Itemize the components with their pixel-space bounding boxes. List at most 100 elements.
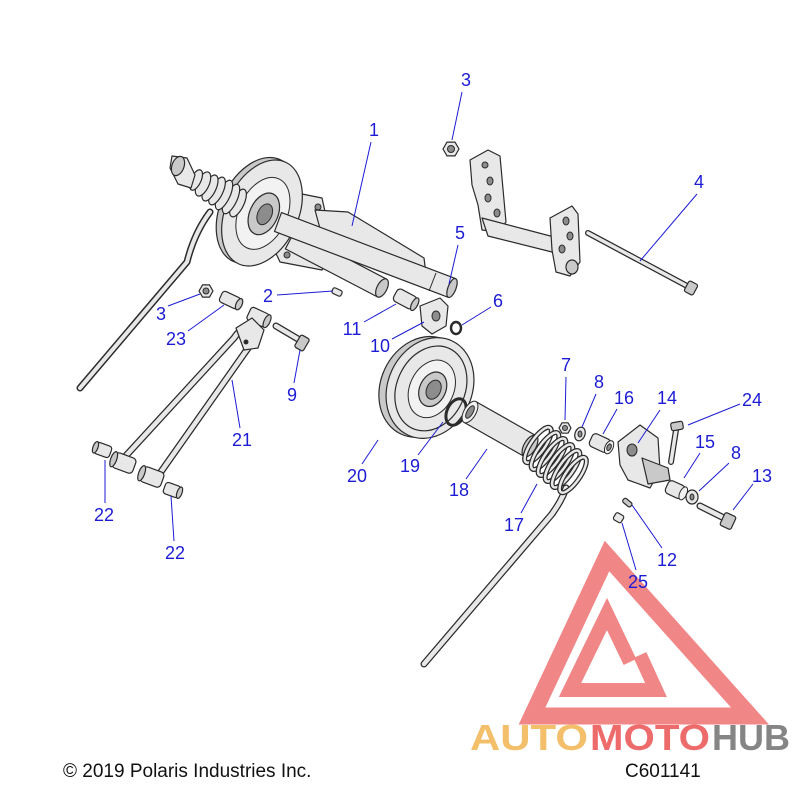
- bushing-end: [91, 440, 100, 454]
- bracket-hole: [481, 161, 489, 169]
- callout: 3: [451, 70, 471, 141]
- part-o-ring-6: [449, 320, 463, 336]
- callouts: 3 1 4 5 2 3 23 11 6 10 9 7 8 16 14 24 15…: [94, 70, 772, 592]
- callout: 4: [639, 172, 704, 262]
- callout: 11: [343, 303, 397, 339]
- leader-line: [417, 421, 444, 456]
- leader-line: [363, 303, 397, 323]
- part-pin-2: [331, 287, 343, 297]
- part-link-bushing-left: [109, 451, 137, 474]
- callout: 10: [370, 321, 425, 356]
- callout-label: 11: [343, 319, 362, 339]
- bushing-end: [409, 297, 420, 312]
- leader-line: [293, 349, 301, 384]
- part-block-10: [419, 297, 449, 335]
- callout: 8: [698, 443, 741, 492]
- callout-label: 1: [369, 120, 379, 140]
- callout-label: 17: [504, 515, 524, 535]
- coil: [550, 449, 582, 489]
- callout-label: 23: [166, 329, 186, 349]
- callout: 23: [166, 304, 225, 349]
- callout: 18: [449, 448, 488, 500]
- callout-label: 16: [614, 388, 634, 408]
- part-bolt-24: [668, 420, 684, 465]
- part-link-21: [118, 317, 265, 480]
- coil: [523, 426, 553, 464]
- bolt-head: [670, 420, 684, 432]
- leader-line: [639, 193, 698, 262]
- leader-line: [687, 403, 741, 426]
- bushing-end: [137, 465, 147, 482]
- coil: [543, 443, 575, 483]
- leader-line: [461, 306, 492, 326]
- part-link-bushing-right: [137, 465, 165, 488]
- callout-label: 15: [695, 432, 715, 452]
- bolt-shank: [273, 323, 301, 342]
- callout: 20: [347, 439, 379, 486]
- brand-moto: MOTO: [590, 717, 710, 758]
- part-washer-8-right: [685, 489, 699, 505]
- part-left-arm-rod: [76, 208, 214, 392]
- leader-line: [683, 452, 701, 479]
- bolt-head: [294, 334, 310, 352]
- callout: 2: [263, 286, 334, 306]
- callout-label: 14: [657, 388, 677, 408]
- drawing-number: C601141: [625, 761, 701, 782]
- leader-line: [698, 462, 730, 492]
- callout: 12: [631, 504, 677, 570]
- bracket-hole: [558, 244, 566, 254]
- leader-line: [602, 408, 618, 435]
- callout-label: 3: [156, 304, 166, 324]
- leader-line: [465, 448, 488, 480]
- block-tab: [641, 457, 671, 485]
- leader-line: [564, 376, 567, 421]
- bracket-hole: [562, 216, 570, 226]
- logo-triangle-icon: [518, 540, 769, 725]
- bushing-end: [175, 486, 184, 500]
- bracket-hole: [486, 176, 494, 186]
- part-pulley-20: [378, 335, 475, 439]
- bushing-end: [109, 451, 119, 468]
- part-bracket: [469, 149, 581, 277]
- callout: 7: [561, 355, 571, 421]
- leader-line: [581, 393, 597, 428]
- callout: 24: [687, 390, 762, 426]
- nut-hole: [562, 425, 568, 431]
- callout: 1: [351, 120, 379, 227]
- callout-label: 12: [657, 550, 677, 570]
- leader-line: [170, 495, 175, 542]
- rod-body: [586, 231, 691, 289]
- part-nut-7: [558, 422, 572, 434]
- callout-label: 13: [752, 466, 772, 486]
- callout-label: 18: [449, 480, 469, 500]
- callout: 13: [732, 466, 772, 511]
- bracket-hole: [566, 231, 574, 241]
- callout-label: 8: [731, 443, 741, 463]
- bushing-bore: [606, 443, 612, 452]
- bracket-hole: [493, 208, 501, 218]
- leader-line: [361, 439, 379, 465]
- callout-label: 7: [561, 355, 571, 375]
- part-bushing-22-left: [91, 440, 113, 459]
- callout-label: 8: [594, 372, 604, 392]
- tube-bore: [465, 405, 475, 419]
- part-bushing-22-right: [162, 481, 184, 500]
- rod-body: [78, 210, 212, 390]
- bellows: [188, 169, 247, 218]
- bolt-head: [719, 512, 737, 530]
- callout: 25: [621, 522, 648, 592]
- coil: [558, 456, 588, 494]
- pulley-bore: [425, 379, 442, 400]
- bolt-shank: [697, 503, 727, 521]
- copyright-text: © 2019 Polaris Industries Inc.: [63, 761, 311, 782]
- leader-line: [276, 290, 334, 296]
- part-top-nut: [442, 141, 460, 157]
- part-axle-assembly: [169, 155, 458, 299]
- bolt-shank: [669, 428, 678, 464]
- callout-label: 21: [232, 430, 252, 450]
- part-bushing-11: [392, 288, 420, 312]
- callout: 22: [94, 460, 114, 525]
- callout: 9: [287, 349, 301, 405]
- leader-line: [637, 409, 661, 444]
